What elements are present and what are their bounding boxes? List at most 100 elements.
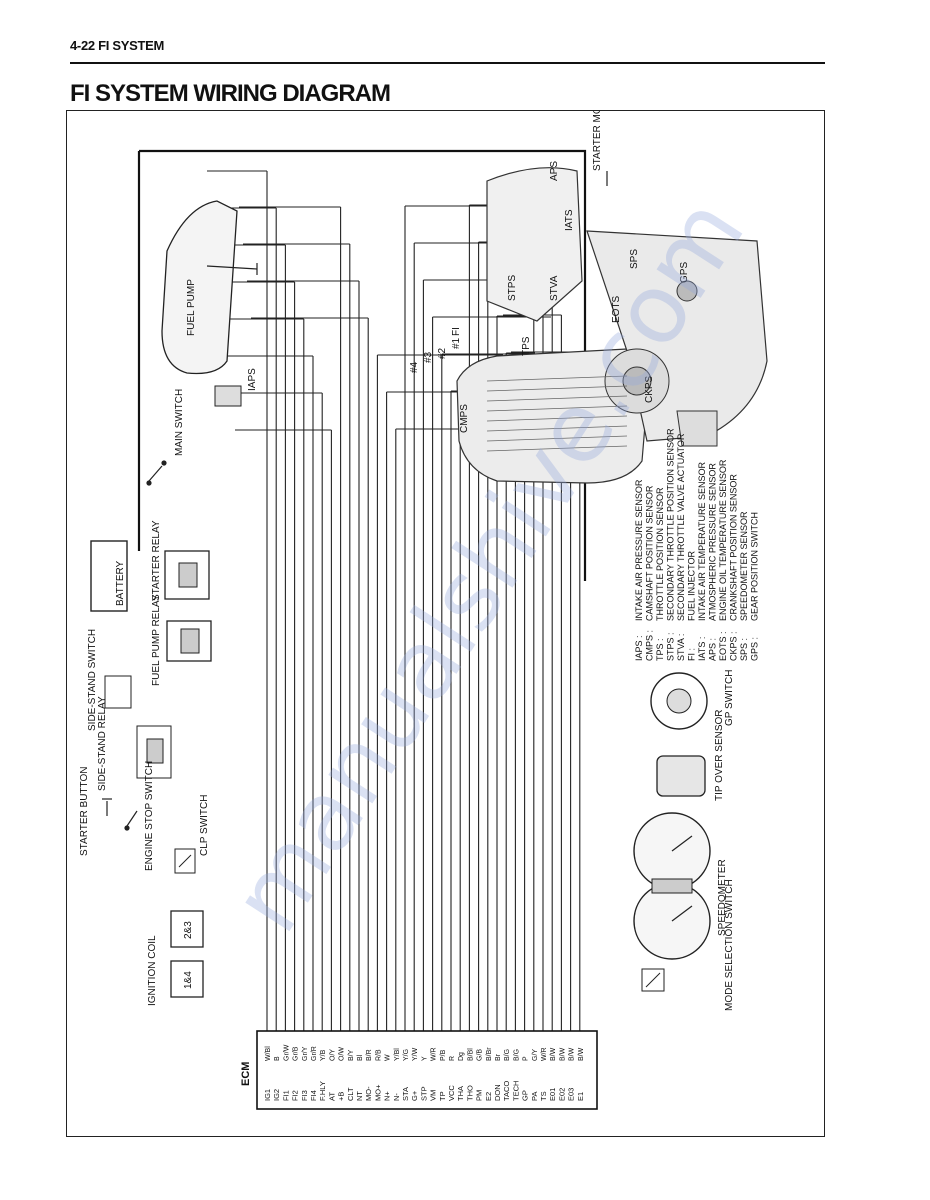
ecm-pin-name: AT [327, 1092, 336, 1101]
ecm-pin-wire-color: G/B [477, 1049, 484, 1061]
battery [90, 540, 128, 612]
ecm-pin-list: IG1W/BlIG2BFI1Gr/WFI2Gr/BFI3Gr/YFI4Gr/RF… [263, 1044, 585, 1101]
side-stand-relay-label: SIDE-STAND RELAY [97, 696, 108, 791]
ecm-pin-wire-color: O/Y [329, 1049, 336, 1061]
ecm-pin-name: E02 [557, 1088, 566, 1101]
legend-abbr: IATS : [697, 637, 707, 661]
ecm-pin-name: VM [429, 1090, 438, 1101]
ecm-pin-wire-color: W/R [541, 1047, 548, 1061]
ecm-pin-wire-color: R/B [375, 1049, 382, 1061]
ecm-pin-wire-color: R [449, 1056, 456, 1061]
eots-label: EOTS [611, 295, 622, 323]
ecm-label: ECM [240, 1062, 252, 1086]
ecm-pin-name: E2 [484, 1092, 493, 1101]
ecm-pin-wire-color: B/W [550, 1047, 557, 1061]
ecm-pin-name: STA [401, 1087, 410, 1101]
ecm-pin-wire-color: Dg [458, 1052, 465, 1061]
legend-description: FUEL INJECTOR [687, 550, 697, 621]
ecm-pin-name: NT [355, 1091, 364, 1101]
clp-switch-label: CLP SWITCH [199, 795, 210, 857]
ecm-pin-wire-color: Gr/R [311, 1046, 318, 1061]
ecm-pin-name: FI2 [291, 1090, 300, 1101]
ecm-pin-name: FI3 [300, 1090, 309, 1101]
ecm-pin-name: IG2 [272, 1089, 281, 1101]
ecm-pin-wire-color: Gr/W [283, 1044, 290, 1061]
ecm-pin-name: N- [392, 1093, 401, 1101]
ecm-pin-wire-color: B/G [504, 1049, 511, 1061]
legend-abbr: CKPS : [729, 631, 739, 661]
mode-selection-switch-contact [645, 972, 661, 988]
ecm-pin-name: TECH [511, 1081, 520, 1101]
ecm-pin-wire-color: W [385, 1054, 392, 1061]
gps-label: GPS [679, 262, 690, 283]
mode-selection-switch-label: MODE SELECTION SWITCH [724, 879, 735, 1011]
aps-label: APS [549, 161, 560, 181]
ecm-pin-name: THO [465, 1085, 474, 1101]
legend-abbr: SPS : [739, 638, 749, 661]
ecm-pin-wire-color: B/W [559, 1047, 566, 1061]
ecm-pin-wire-color: B/Br [486, 1047, 493, 1061]
ecm-pin-wire-color: B/W [578, 1047, 585, 1061]
main-switch [146, 460, 167, 486]
ecm-pin-name: +B [337, 1092, 346, 1101]
gp-switch-label: GP SWITCH [724, 670, 735, 726]
main-switch-label: MAIN SWITCH [174, 389, 185, 456]
ecm-pin-wire-color: Br [495, 1053, 502, 1061]
fi-injector-1-label: #1 [451, 337, 462, 349]
ecm-pin-wire-color: Y/G [403, 1049, 410, 1061]
ecm-pin-name: G+ [410, 1090, 419, 1101]
fi-injector-3-label: #3 [423, 351, 434, 363]
legend-description: SECONDARY THROTTLE POSITION SENSOR [666, 428, 676, 621]
tip-over-sensor [656, 755, 706, 797]
engine-stop-switch-label: ENGINE STOP SWITCH [144, 761, 155, 871]
legend-description: SPEEDOMETER SENSOR [739, 511, 749, 621]
ecm-pin-name: E1 [576, 1092, 585, 1101]
engine-stop-switch [124, 810, 138, 831]
ecm-pin-name: IG1 [263, 1089, 272, 1101]
ecm-pin-wire-color: Gr/B [293, 1046, 300, 1061]
fi-injector-4-label: #4 [409, 361, 420, 373]
ecm-pin-name: STP [419, 1086, 428, 1101]
page-title: FI SYSTEM WIRING DIAGRAM [70, 80, 391, 107]
ecm-pin-name: FI4 [309, 1090, 318, 1101]
ecm-pin-wire-color: Y/B [320, 1049, 327, 1061]
ckps-label: CKPS [644, 375, 655, 403]
ecm-pin-wire-color: Y/W [412, 1047, 419, 1061]
starter-button-label: STARTER BUTTON [79, 767, 90, 856]
ecm-pin-wire-color: Y [421, 1056, 428, 1061]
side-stand-relay-coil [146, 738, 164, 764]
ecm-pin-name: F.HLY [318, 1081, 327, 1101]
side-stand-switch-label: SIDE-STAND SWITCH [87, 629, 98, 731]
legend-description: INTAKE AIR PRESSURE SENSOR [634, 479, 644, 621]
legend-description: SECONDARY THROTTLE VALVE ACTUATOR [676, 433, 686, 621]
ecm-pin-name: N+ [383, 1091, 392, 1101]
legend-abbr: CMPS : [645, 630, 655, 661]
legend-description: THROTTLE POSITION SENSOR [655, 487, 665, 621]
fi-label: FI [451, 327, 462, 336]
speedometer-label: SPEEDOMETER [717, 859, 728, 936]
legend-description: CRANKSHAFT POSITION SENSOR [729, 474, 739, 621]
ecm-pin-wire-color: B/G [513, 1049, 520, 1061]
ecm-pin-name: TACO [502, 1081, 511, 1101]
ecm-pin-wire-color: W/R [431, 1047, 438, 1061]
legend-abbr: STPS : [666, 632, 676, 661]
ecm-pin-name: FI1 [281, 1090, 290, 1101]
wiring-diagram: FUEL PUMP IAPS MAIN SWITCH BATTERY START… [79, 85, 768, 1110]
legend-description: ENGINE OIL TEMPERATURE SENSOR [718, 459, 728, 621]
ignition-coil-14-label: 1&4 [183, 971, 194, 989]
starter-motor-label: STARTER MOTOR [592, 111, 603, 171]
side-stand-switch [104, 675, 132, 709]
iaps-label: IAPS [247, 368, 258, 391]
iaps-sensor [214, 385, 242, 407]
speedometer [633, 812, 711, 960]
ecm-box [256, 1030, 598, 1110]
legend-abbr: FI : [687, 648, 697, 661]
ecm-pin-name: E03 [567, 1088, 576, 1101]
ecm-pin-wire-color: Gr/Y [302, 1046, 309, 1061]
legend-description: CAMSHAFT POSITION SENSOR [645, 485, 655, 621]
ecm-pin-name: GP [521, 1090, 530, 1101]
ecm-pin-wire-color: B/R [366, 1049, 373, 1061]
page-header: 4-22 FI SYSTEM [70, 36, 825, 64]
ecm-pin-wire-color: Bl [357, 1054, 364, 1061]
